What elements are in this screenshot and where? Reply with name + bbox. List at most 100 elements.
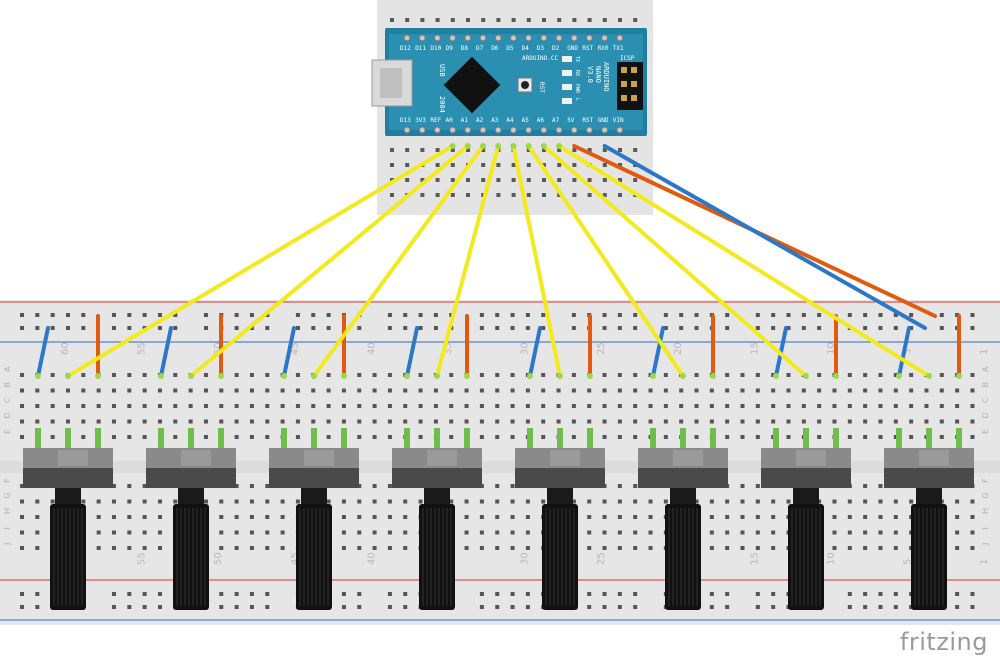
wire-end <box>404 373 410 379</box>
hole <box>526 18 531 22</box>
hole <box>510 373 515 377</box>
rst-label: RST <box>538 82 545 93</box>
pin-label: A5 <box>522 117 530 124</box>
hole <box>709 592 714 596</box>
version-silk: V3.0 <box>586 66 594 83</box>
hole <box>755 546 760 550</box>
hole <box>587 193 592 197</box>
hole <box>173 326 178 330</box>
pin-pad <box>540 34 548 42</box>
hole <box>817 499 822 504</box>
hole <box>234 530 239 535</box>
hole <box>50 419 55 424</box>
hole <box>435 148 440 152</box>
hole <box>909 435 914 439</box>
hole <box>203 419 208 424</box>
pot-bushing <box>793 488 819 506</box>
hole <box>420 193 425 197</box>
pin-label: A0 <box>446 117 454 124</box>
hole <box>878 592 883 596</box>
hole <box>541 435 546 439</box>
pot-bushing <box>55 488 81 506</box>
wire-end <box>556 143 562 149</box>
hole <box>648 419 653 424</box>
hole <box>709 605 714 609</box>
hole <box>390 163 394 167</box>
hole <box>618 193 622 197</box>
potentiometer[interactable] <box>23 428 113 610</box>
hole <box>740 419 745 424</box>
hole <box>587 515 592 519</box>
hole <box>863 404 868 408</box>
pin-pad <box>555 34 563 42</box>
potentiometer[interactable] <box>515 428 605 610</box>
hole <box>65 388 70 393</box>
potentiometer[interactable] <box>269 428 359 610</box>
hole <box>878 388 883 393</box>
hole <box>157 546 162 550</box>
hole <box>35 546 40 550</box>
hole <box>390 193 394 197</box>
hole <box>387 373 392 377</box>
hole <box>265 435 270 439</box>
hole <box>203 388 208 393</box>
hole <box>955 515 960 519</box>
hole <box>970 388 975 393</box>
hole <box>20 435 24 439</box>
hole <box>420 18 425 22</box>
hole <box>863 546 868 550</box>
hole <box>786 326 791 330</box>
potentiometer[interactable] <box>146 428 236 610</box>
potentiometer[interactable] <box>884 428 974 610</box>
hole <box>602 605 607 609</box>
hole <box>341 404 346 408</box>
hole <box>111 530 116 535</box>
hole <box>970 546 975 550</box>
hole <box>234 515 239 519</box>
hole <box>249 435 254 439</box>
hole <box>863 313 868 317</box>
hole <box>725 515 730 519</box>
hole <box>326 326 331 330</box>
hole <box>341 419 346 424</box>
hole <box>372 530 377 535</box>
hole <box>771 592 776 596</box>
potentiometer[interactable] <box>761 428 851 610</box>
column-number: 1 <box>979 349 990 355</box>
hole <box>495 388 500 393</box>
pin-pad <box>479 126 487 134</box>
hole <box>648 499 653 504</box>
hole <box>663 435 668 439</box>
pot-bushing <box>301 488 327 506</box>
hole <box>449 419 454 424</box>
potentiometer[interactable] <box>638 428 728 610</box>
hole <box>587 499 592 504</box>
hole <box>20 373 24 377</box>
hole <box>265 404 270 408</box>
hole <box>602 419 607 424</box>
hole <box>479 313 484 317</box>
hole <box>357 388 362 393</box>
row-letter: I <box>3 527 12 529</box>
pot-detail <box>550 450 580 466</box>
hole <box>35 530 40 535</box>
hole <box>495 592 500 596</box>
pin-label: RST <box>582 45 593 52</box>
hole <box>219 419 224 424</box>
hole <box>127 530 132 535</box>
pot-leg <box>650 428 656 450</box>
potentiometer[interactable] <box>392 428 482 610</box>
hole <box>372 484 377 488</box>
hole <box>464 388 469 393</box>
hole <box>725 592 730 596</box>
hole <box>709 546 714 550</box>
hole <box>970 515 975 519</box>
hole <box>295 435 300 439</box>
pin-pad <box>570 34 578 42</box>
hole <box>617 515 622 519</box>
hole <box>466 178 470 182</box>
column-number: 25 <box>596 342 607 355</box>
hole <box>390 148 394 152</box>
hole <box>96 546 101 550</box>
